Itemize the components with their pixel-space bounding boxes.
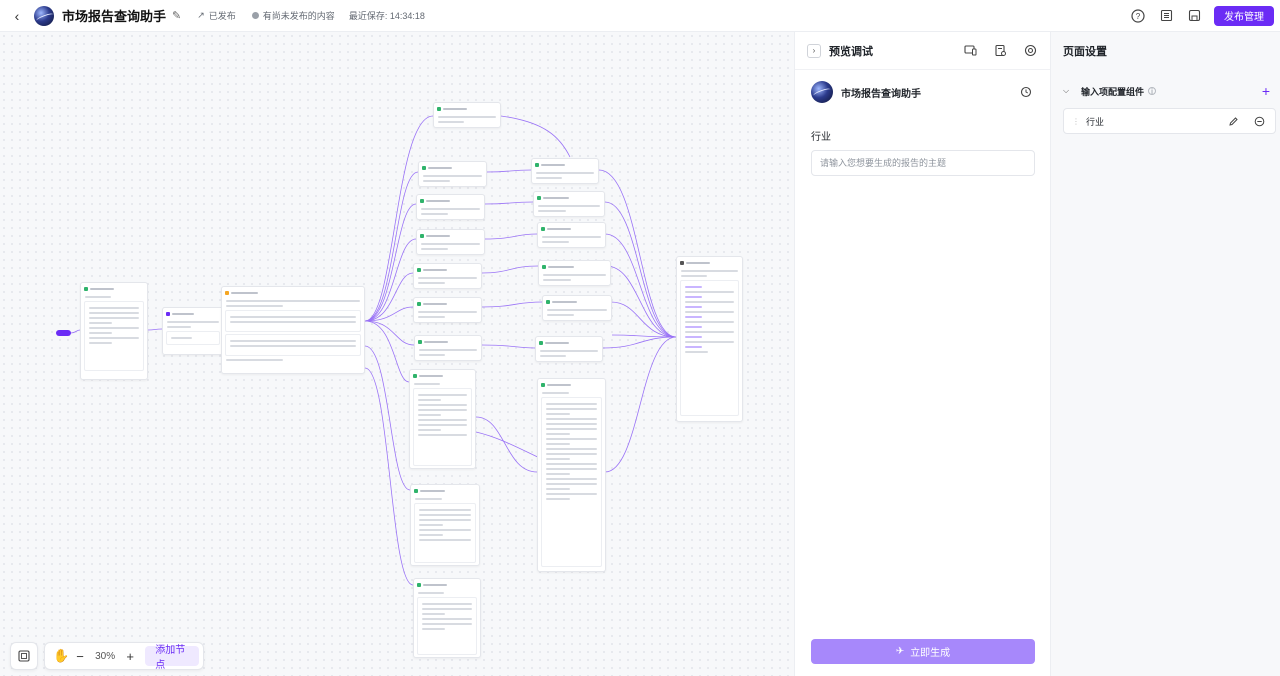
workflow-node[interactable] [416, 194, 485, 220]
publish-button[interactable]: 发布管理 [1214, 5, 1274, 26]
workflow-node[interactable] [533, 191, 605, 217]
workflow-node[interactable] [535, 336, 603, 362]
back-icon[interactable]: ‹ [14, 7, 20, 24]
workflow-node[interactable] [537, 378, 606, 572]
chevron-down-icon[interactable]: ⌵ [1063, 86, 1070, 95]
workflow-node[interactable] [410, 484, 480, 566]
generate-button-label: 立即生成 [910, 648, 951, 659]
svg-text:?: ? [1136, 12, 1141, 21]
workflow-node[interactable] [409, 369, 476, 469]
info-icon[interactable]: i [1148, 87, 1157, 96]
add-node-button[interactable]: 添加节点 [145, 645, 199, 671]
zoom-level: 30% [95, 650, 116, 662]
industry-label: 行业 [811, 132, 831, 143]
settings-title: 页面设置 [1063, 46, 1107, 58]
remove-field-icon[interactable] [1251, 113, 1267, 129]
edit-title-icon[interactable]: ✎ [172, 10, 182, 22]
history-icon[interactable] [1018, 84, 1034, 100]
workflow-node[interactable] [676, 256, 743, 422]
unpublished-dot-icon [251, 12, 259, 19]
industry-input[interactable] [811, 150, 1035, 176]
app-title: 市场报告查询助手 [62, 9, 167, 24]
device-icon[interactable] [962, 43, 978, 59]
top-bar: ‹ 市场报告查询助手 ✎ ↗ 已发布 有尚未发布的内容 最近保存: 14:34:… [0, 0, 1280, 32]
publish-status: ↗ 已发布 有尚未发布的内容 最近保存: 14:34:18 [197, 9, 425, 22]
config-field-actions [1225, 113, 1267, 129]
pin-icon: ↗ [197, 10, 205, 20]
drag-handle-icon[interactable]: ⋮ [1072, 116, 1080, 126]
log-icon[interactable] [992, 43, 1008, 59]
minimap-icon [18, 650, 30, 662]
preview-actions [962, 43, 1038, 59]
workflow-node[interactable] [433, 102, 501, 128]
zoom-toolbar: ✋ − 30% + 添加节点 [44, 642, 204, 671]
preview-panel: › 预览调试 市场报告查询助手 行业 ✈ 立即生成 [794, 32, 1050, 676]
connection-wires [70, 115, 677, 586]
workflow-node[interactable] [542, 295, 612, 321]
preview-app-info: 市场报告查询助手 [795, 76, 1050, 108]
workflow-node[interactable] [416, 229, 485, 255]
save-icon[interactable] [1186, 8, 1202, 24]
target-icon[interactable] [1022, 43, 1038, 59]
config-field-item[interactable]: ⋮ 行业 [1063, 108, 1276, 134]
workflow-node[interactable] [538, 260, 611, 286]
workflow-node[interactable] [414, 335, 482, 361]
zoom-out-button[interactable]: − [76, 648, 84, 664]
zoom-in-button[interactable]: + [126, 648, 134, 664]
published-label: 已发布 [208, 11, 236, 21]
workflow-node[interactable] [221, 286, 365, 374]
workflow-node[interactable] [537, 222, 606, 248]
help-icon[interactable]: ? [1130, 8, 1146, 24]
preview-app-name: 市场报告查询助手 [841, 88, 921, 100]
workflow-canvas[interactable] [0, 32, 794, 676]
preview-header: › 预览调试 [795, 32, 1050, 70]
top-actions: ? 发布管理 [1130, 5, 1274, 26]
unpublished-label: 有尚未发布的内容 [262, 11, 335, 21]
workflow-node[interactable] [413, 297, 482, 323]
generate-button[interactable]: ✈ 立即生成 [811, 639, 1035, 664]
edit-field-icon[interactable] [1225, 113, 1241, 129]
hand-icon[interactable]: ✋ [53, 648, 70, 663]
workflow-node[interactable] [413, 263, 482, 289]
workflow-node[interactable] [80, 282, 148, 380]
input-config-title: 输入项配置组件 [1081, 86, 1145, 97]
start-handle[interactable] [56, 330, 71, 336]
workflow-node[interactable] [162, 307, 224, 355]
last-saved: 最近保存: 14:34:18 [348, 11, 425, 21]
send-icon: ✈ [895, 646, 905, 657]
input-config-group[interactable]: ⌵ 输入项配置组件 i + [1051, 82, 1280, 100]
minimap-toggle[interactable] [10, 642, 38, 670]
collapse-icon[interactable]: › [807, 43, 821, 58]
app-logo [34, 5, 54, 26]
page-settings-panel: 页面设置 ⌵ 输入项配置组件 i + ⋮ 行业 [1050, 32, 1280, 676]
add-field-button[interactable]: + [1261, 83, 1270, 99]
config-field-name: 行业 [1086, 116, 1105, 127]
preview-title: 预览调试 [829, 45, 873, 58]
workflow-node[interactable] [418, 161, 487, 187]
workflow-node[interactable] [413, 578, 481, 658]
preview-app-logo [811, 81, 833, 103]
document-icon[interactable] [1158, 8, 1174, 24]
workflow-node[interactable] [531, 158, 599, 184]
